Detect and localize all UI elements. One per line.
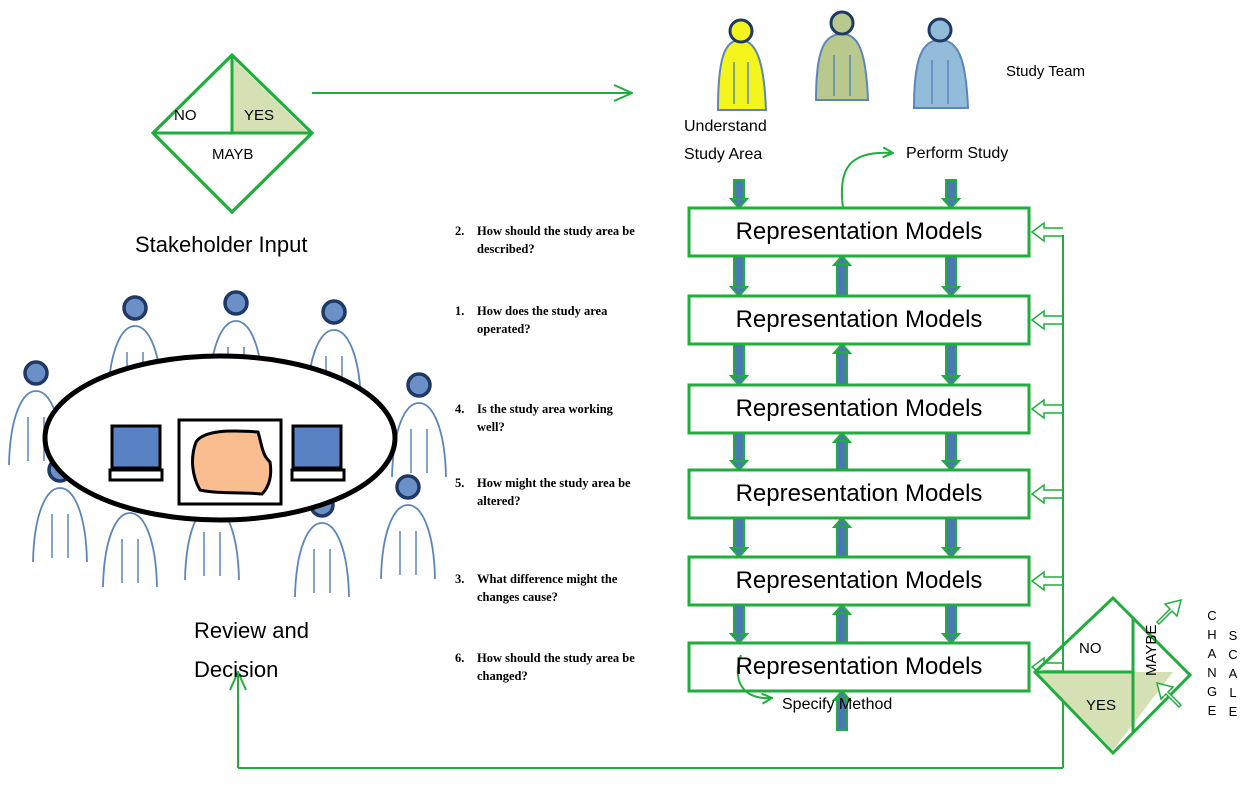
scale-letter: S <box>1228 628 1238 643</box>
up-arrow <box>831 603 853 644</box>
model-box <box>687 641 1031 693</box>
person <box>380 474 436 580</box>
stakeholder-no-label: NO <box>174 107 197 124</box>
decision-no-label: NO <box>1079 640 1102 657</box>
down-arrow <box>940 179 962 210</box>
question-line1: How should the study area be <box>477 224 635 238</box>
model-label: Representation Models <box>735 395 983 422</box>
model-label: Representation Models <box>735 306 983 333</box>
up-arrow <box>831 342 853 386</box>
model-box <box>687 206 1031 258</box>
decision-maybe-label: MAYBE <box>1143 624 1160 676</box>
person <box>391 372 447 478</box>
specify-method-arrow <box>736 654 772 698</box>
feedback-arrow <box>1030 398 1063 420</box>
question-line1: Is the study area working <box>477 402 613 416</box>
change-vertical-label: C H A N G E <box>1205 606 1219 720</box>
feedback-arrow <box>1030 570 1063 592</box>
down-arrow <box>940 517 962 559</box>
decision-diamond <box>1032 595 1193 756</box>
specify-method-label: Specify Method <box>782 696 893 713</box>
scale-letter: A <box>1228 666 1238 681</box>
down-arrow <box>940 432 962 472</box>
question-line1: How does the study area <box>477 304 608 318</box>
perform-study-arrow <box>840 153 893 209</box>
down-arrow <box>728 604 750 645</box>
up-arrow <box>831 431 853 471</box>
question-label: 1. How does the study area operated? <box>455 302 695 338</box>
model-box <box>687 294 1031 346</box>
understand-label-line2: Study Area <box>684 146 763 163</box>
study-team-figures <box>716 10 970 111</box>
model-label: Representation Models <box>735 653 983 680</box>
feedback-arrow <box>1030 309 1063 331</box>
perform-study-label: Perform Study <box>906 145 1009 162</box>
question-line1: What difference might the <box>477 572 618 586</box>
question-line2: described? <box>477 242 535 256</box>
question-line1: How might the study area be <box>477 476 631 490</box>
model-label: Representation Models <box>735 567 983 594</box>
question-number: 6. <box>455 651 465 665</box>
down-arrow <box>940 604 962 645</box>
question-label: 4. Is the study area working well? <box>455 400 695 436</box>
down-arrow <box>728 255 750 298</box>
question-number: 3. <box>455 572 465 586</box>
model-stack <box>687 179 1063 731</box>
question-label: 5. How might the study area be altered? <box>455 474 695 510</box>
model-box <box>687 383 1031 435</box>
question-label: 3. What difference might the changes cause… <box>455 570 695 606</box>
question-line2: changes cause? <box>477 590 558 604</box>
question-number: 5. <box>455 476 465 490</box>
review-label-line2: Decision <box>194 657 279 682</box>
change-letter: G <box>1206 684 1218 699</box>
down-arrow <box>728 432 750 472</box>
question-line2: well? <box>477 420 505 434</box>
scale-letter: E <box>1228 704 1238 719</box>
question-label: 6. How should the study area be changed? <box>455 649 695 685</box>
scale-vertical-label: S C A L E <box>1226 626 1240 721</box>
understand-label-line1: Understand <box>684 118 767 135</box>
question-line2: changed? <box>477 669 528 683</box>
stakeholder-maybe-label: MAYB <box>212 146 254 163</box>
scale-letter: L <box>1229 685 1237 700</box>
model-label: Representation Models <box>735 218 983 245</box>
decision-yes-label: YES <box>1086 697 1117 714</box>
question-line2: operated? <box>477 322 531 336</box>
feedback-arrow <box>1030 483 1063 505</box>
model-label: Representation Models <box>735 480 983 507</box>
change-letter: N <box>1207 665 1217 680</box>
down-arrow <box>728 343 750 387</box>
study-team-label: Study Team <box>1006 63 1085 80</box>
model-box <box>687 555 1031 607</box>
scale-letter: C <box>1228 647 1238 662</box>
question-line2: altered? <box>477 494 521 508</box>
question-number: 1. <box>455 304 465 318</box>
review-label-line1: Review and <box>194 618 309 643</box>
feedback-arrow <box>1030 221 1063 243</box>
change-letter: A <box>1207 646 1217 661</box>
question-number: 4. <box>455 402 465 416</box>
down-arrow <box>728 517 750 559</box>
up-arrow <box>831 254 853 297</box>
stakeholder-input-caption: Stakeholder Input <box>135 232 308 257</box>
question-label: 2. How should the study area be described? <box>455 222 695 258</box>
stakeholder-diamond <box>150 52 315 215</box>
question-line1: How should the study area be <box>477 651 635 665</box>
up-arrow <box>831 516 853 558</box>
question-number: 2. <box>455 224 465 238</box>
up-arrow <box>831 689 853 731</box>
down-arrow <box>728 179 750 210</box>
change-letter: C <box>1207 608 1217 623</box>
change-letter: H <box>1207 627 1217 642</box>
stakeholder-yes-label: YES <box>244 107 275 124</box>
change-letter: E <box>1207 703 1217 718</box>
down-arrow <box>940 343 962 387</box>
model-box <box>687 468 1031 520</box>
down-arrow <box>940 255 962 298</box>
review-meeting <box>8 290 447 598</box>
